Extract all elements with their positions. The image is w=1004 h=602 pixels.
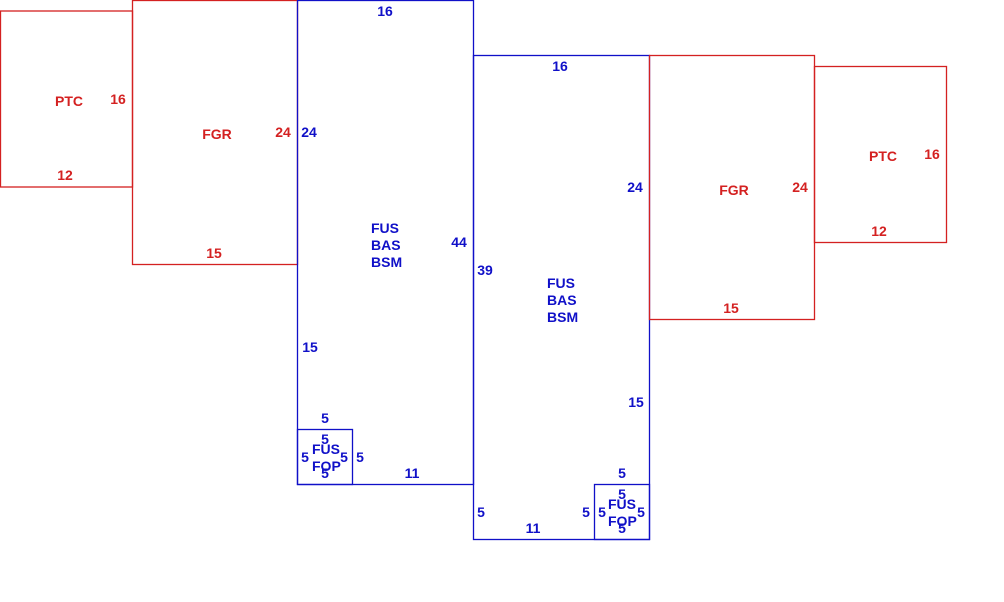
left-fop-code-2: FOP (312, 458, 341, 474)
right-fgr-bottom-dim: 15 (723, 300, 739, 316)
left-fop-bottom-dim: 5 (321, 465, 329, 481)
left-main-right-dim: 44 (451, 234, 467, 250)
right-main-bottom-dim: 11 (526, 520, 541, 536)
left-fop-left-dim: 5 (301, 449, 309, 465)
left-fop-inner-right-dim: 5 (340, 449, 348, 465)
right-ptc-label: PTC (869, 148, 897, 164)
right-ptc-side-dim: 16 (924, 146, 940, 162)
right-fop-bottom-dim: 5 (618, 520, 626, 536)
left-fgr-bottom-dim: 15 (206, 245, 222, 261)
left-main-left-upper-dim: 24 (301, 124, 317, 140)
right-main-left-bottom-dim: 5 (477, 504, 485, 520)
right-main-right-lower-dim: 15 (628, 394, 644, 410)
right-main-code-1: FUS (547, 275, 575, 291)
left-fop-code-1: FUS (312, 441, 340, 457)
left-fgr-label: FGR (202, 126, 232, 142)
right-main-code-2: BAS (547, 292, 577, 308)
left-ptc-label: PTC (55, 93, 83, 109)
left-fgr-side-dim: 24 (275, 124, 291, 140)
right-fop-left-dim: 5 (598, 504, 606, 520)
right-fop-code-1: FUS (608, 496, 636, 512)
right-fop-top-dim: 5 (618, 465, 626, 481)
right-fop-outer-left-dim: 5 (582, 504, 590, 520)
right-fop-area (593, 483, 651, 541)
left-fop-inner-top-dim: 5 (321, 431, 329, 447)
left-fop-top-dim: 5 (321, 410, 329, 426)
right-main-left-dim: 39 (477, 262, 493, 278)
right-main-top-dim: 16 (552, 58, 568, 74)
left-main-bottom-dim: 11 (405, 465, 420, 481)
right-main-code-3: BSM (547, 309, 578, 325)
right-fgr-label: FGR (719, 182, 749, 198)
left-main-top-dim: 16 (377, 3, 393, 19)
right-fop-code-2: FOP (608, 513, 637, 529)
right-main-right-upper-dim: 24 (627, 179, 643, 195)
left-main-code-3: BSM (371, 254, 402, 270)
left-fop-area (296, 428, 354, 486)
left-main-code-2: BAS (371, 237, 401, 253)
left-main-code-1: FUS (371, 220, 399, 236)
right-ptc-bottom-dim: 12 (871, 223, 887, 239)
right-ptc-area (813, 65, 948, 244)
left-fop-right-dim: 5 (356, 449, 364, 465)
left-ptc-side-dim: 16 (110, 91, 126, 107)
right-fgr-side-dim: 24 (792, 179, 808, 195)
right-fop-right-dim: 5 (637, 504, 645, 520)
left-ptc-bottom-dim: 12 (57, 167, 73, 183)
right-fop-inner-top-dim: 5 (618, 486, 626, 502)
left-main-left-lower-dim: 15 (302, 339, 318, 355)
